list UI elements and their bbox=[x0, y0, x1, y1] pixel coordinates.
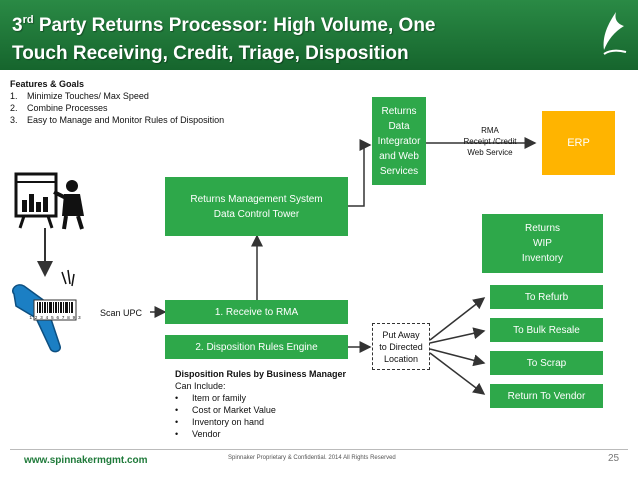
to-refurb-box: To Refurb bbox=[490, 285, 603, 309]
erp-label: ERP bbox=[567, 136, 590, 149]
feature-number: 2. bbox=[10, 103, 18, 113]
page-number: 25 bbox=[608, 453, 620, 464]
putaway-line: Location bbox=[383, 353, 419, 364]
rule-text: Cost or Market Value bbox=[192, 405, 276, 415]
rma-web-service-label: RMA Receipt /Credit Web Service bbox=[455, 125, 525, 158]
to-bulk-resale-box: To Bulk Resale bbox=[490, 318, 603, 342]
bullet-icon: • bbox=[175, 429, 179, 439]
footer-divider bbox=[10, 449, 628, 450]
erp-box: ERP bbox=[542, 111, 615, 175]
putaway-line: to Directed bbox=[379, 341, 423, 352]
putaway-to-scrap-arrow bbox=[429, 348, 486, 367]
slide-title: 3rd Party Returns Processor: High Volume… bbox=[12, 6, 572, 68]
bullet-icon: • bbox=[175, 405, 179, 415]
worker-whiteboard-icon bbox=[14, 172, 84, 230]
returns-management-system-box: Returns Management System Data Control T… bbox=[165, 177, 348, 236]
rms-line: Returns Management System bbox=[190, 193, 323, 205]
barcode-scanner-icon: 1 2 3 4 5 6 7 8 9 3 bbox=[12, 269, 81, 353]
wip-line: Returns bbox=[524, 223, 560, 234]
disposition-rules-panel: Disposition Rules by Business Manager Ca… bbox=[175, 368, 346, 440]
feature-text: Minimize Touches/ Max Speed bbox=[27, 91, 149, 101]
to-scrap-box: To Scrap bbox=[490, 351, 603, 375]
rule-item: • Inventory on hand bbox=[175, 416, 346, 428]
rma-label-line: Web Service bbox=[467, 148, 513, 157]
disposition-label: 2. Disposition Rules Engine bbox=[195, 341, 318, 353]
feature-item: 2. Combine Processes bbox=[10, 102, 224, 114]
vendor-label: Return To Vendor bbox=[507, 390, 586, 402]
title-line-1-text: Party Returns Processor: High Volume, On… bbox=[33, 15, 436, 36]
barcode-digits: 1 2 3 4 5 6 7 8 9 3 bbox=[29, 315, 81, 321]
footer-confidential: Spinnaker Proprietary & Confidential. 20… bbox=[228, 455, 396, 461]
rule-item: • Vendor bbox=[175, 428, 346, 440]
spinnaker-sail-logo-icon bbox=[603, 12, 627, 55]
feature-item: 3. Easy to Manage and Monitor Rules of Di… bbox=[10, 114, 224, 126]
feature-number: 3. bbox=[10, 115, 18, 125]
title-number: 3 bbox=[12, 15, 23, 36]
rule-text: Vendor bbox=[192, 429, 221, 439]
receive-to-rma-box: 1. Receive to RMA bbox=[165, 300, 348, 324]
footer-url[interactable]: www.spinnakermgmt.com bbox=[24, 455, 148, 466]
rule-text: Inventory on hand bbox=[192, 417, 265, 427]
integrator-line: Services bbox=[379, 165, 419, 177]
rules-subheading: Can Include: bbox=[175, 381, 226, 391]
integrator-line: Returns bbox=[381, 105, 417, 117]
wip-line: Inventory bbox=[521, 253, 564, 264]
putaway-to-vendor-arrow bbox=[429, 352, 486, 395]
rms-line: Data Control Tower bbox=[213, 208, 300, 220]
disposition-rules-engine-box: 2. Disposition Rules Engine bbox=[165, 335, 348, 359]
putaway-to-bulk-arrow bbox=[429, 327, 486, 344]
returns-wip-inventory-box: Returns WIP Inventory bbox=[482, 214, 603, 273]
rule-item: • Item or family bbox=[175, 392, 346, 404]
features-heading: Features & Goals bbox=[10, 79, 85, 89]
title-superscript: rd bbox=[22, 14, 34, 26]
title-line-1: 3rd Party Returns Processor: High Volume… bbox=[12, 6, 572, 40]
rules-heading: Disposition Rules by Business Manager bbox=[175, 369, 347, 379]
putaway-line: Put Away bbox=[382, 329, 420, 340]
feature-item: 1. Minimize Touches/ Max Speed bbox=[10, 90, 224, 102]
refurb-label: To Refurb bbox=[524, 291, 569, 303]
title-line-2: Touch Receiving, Credit, Triage, Disposi… bbox=[12, 43, 409, 64]
integrator-line: Data bbox=[388, 120, 410, 132]
bullet-icon: • bbox=[175, 417, 179, 427]
bullet-icon: • bbox=[175, 393, 179, 403]
integrator-line: Integrator bbox=[377, 135, 421, 147]
feature-text: Combine Processes bbox=[27, 103, 108, 113]
rma-label-line: Receipt /Credit bbox=[463, 137, 517, 146]
receive-label: 1. Receive to RMA bbox=[214, 306, 299, 318]
return-to-vendor-box: Return To Vendor bbox=[490, 384, 603, 408]
wip-line: WIP bbox=[533, 238, 552, 249]
putaway-to-refurb-arrow bbox=[429, 297, 486, 341]
put-away-directed-location-box: Put Away to Directed Location bbox=[372, 323, 430, 370]
rule-item: • Cost or Market Value bbox=[175, 404, 346, 416]
bulk-label: To Bulk Resale bbox=[513, 324, 580, 336]
scrap-label: To Scrap bbox=[526, 357, 567, 369]
rule-text: Item or family bbox=[192, 393, 247, 403]
title-bar bbox=[0, 0, 638, 70]
scan-upc-label: Scan UPC bbox=[100, 308, 143, 318]
features-panel: Features & Goals 1. Minimize Touches/ Max… bbox=[10, 78, 224, 126]
rma-label-line: RMA bbox=[481, 126, 499, 135]
feature-number: 1. bbox=[10, 91, 18, 101]
rms-to-integrator-arrow bbox=[348, 139, 372, 207]
integrator-line: and Web bbox=[379, 150, 419, 162]
returns-data-integrator-box: Returns Data Integrator and Web Services bbox=[372, 97, 426, 185]
feature-text: Easy to Manage and Monitor Rules of Disp… bbox=[27, 115, 225, 125]
